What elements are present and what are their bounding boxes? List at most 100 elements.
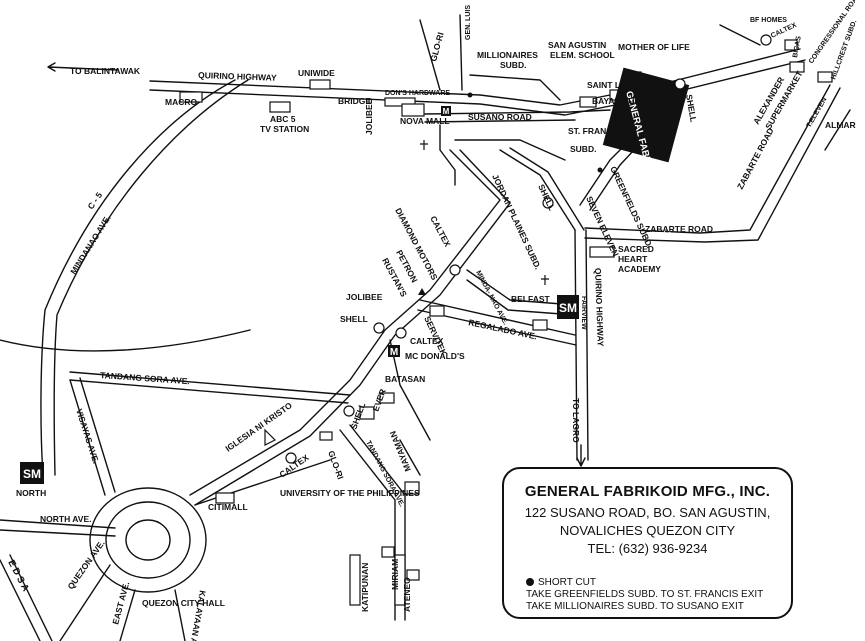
label-heart: HEART: [618, 254, 648, 264]
petron-icon: [418, 288, 426, 295]
caltex-icon: [285, 452, 297, 464]
label-almar: ALMAR: [825, 120, 856, 130]
label-bf-homes: BF HOMES: [750, 17, 787, 24]
label-to-lagro: TO LAGRO: [571, 398, 581, 443]
svg-text:SM: SM: [23, 467, 41, 481]
bullet-icon: [526, 578, 534, 587]
label-citimall: CITIMALL: [208, 502, 248, 512]
shell-icon: [343, 405, 355, 417]
label-edsa: E D S A: [5, 558, 31, 593]
arrow-to-balintawak: [47, 62, 119, 72]
road-quirino-highway-v-2: [585, 229, 589, 461]
label-bicas: BICAS: [792, 35, 803, 58]
road-zabarte: [584, 84, 831, 234]
label-shell-gf: SHELL: [684, 94, 699, 123]
label-mayaman: MAYAMAN: [388, 430, 413, 473]
arrow-to-lagro: [576, 444, 586, 467]
label-up: UNIVERSITY OF THE PHILIPPINES: [280, 488, 420, 498]
label-shell-c: SHELL: [340, 314, 368, 324]
shell-icon: [674, 78, 686, 90]
label-sacred: SACRED: [618, 244, 654, 254]
road-network: [0, 14, 851, 641]
road-mindanao-ave-1: [40, 79, 236, 476]
svg-text:M: M: [390, 347, 398, 358]
label-susano-road: SUSANO ROAD: [468, 112, 532, 122]
label-mindanao-ave: MINDANAO AVE.: [68, 213, 113, 276]
church-icons: [264, 140, 549, 446]
label-north-ave: NORTH AVE.: [40, 514, 91, 524]
buildings: [179, 39, 833, 606]
abc5-building: [269, 101, 291, 113]
label-quirino-highway: QUIRINO HIGHWAY: [198, 70, 277, 83]
company-address-line1: 122 SUSANO ROAD, BO. SAN AGUSTIN,: [524, 505, 771, 520]
label-to-balintawak: TO BALINTAWAK: [70, 66, 141, 76]
label-millionaires: MILLIONAIRES: [477, 50, 538, 60]
label-katipunan: KATIPUNAN: [360, 563, 370, 612]
shell-icon: [542, 197, 554, 209]
road-quirino-highway-top-1: [149, 48, 801, 106]
shell-icon: [373, 322, 385, 334]
label-millionaires-subd: SUBD.: [500, 60, 526, 70]
label-bayan-furniture: BAYAN FURNI- TURE: [592, 96, 678, 106]
caltex-icon: [449, 264, 461, 276]
church-icon: [541, 275, 549, 285]
label-glo-ri-s: GLO-RI: [326, 449, 346, 480]
label-st-francis-subd: SUBD.: [570, 144, 596, 154]
road-commonwealth-1: [189, 149, 501, 496]
label-fairview: FAIRVIEW: [580, 296, 587, 330]
label-nova-mall: NOVA MALL: [400, 116, 450, 126]
road-regalado: [419, 299, 576, 336]
company-address-line2: NOVALICHES QUEZON CITY: [559, 523, 736, 538]
mcdonalds-logo-susano: M: [441, 106, 451, 116]
road-susano: [424, 109, 611, 115]
svg-text:M: M: [443, 107, 450, 116]
label-east-ave: EAST AVE.: [110, 580, 131, 625]
quezon-memorial-circle-outer: [89, 487, 207, 593]
label-jolibee-mid: JOLIBEE: [346, 292, 383, 302]
label-quirino-highway-v: QUIRINO HIGHWAY: [593, 268, 606, 347]
church-icon: [264, 428, 277, 446]
label-miriam: MIRIAM: [390, 559, 400, 590]
label-dons-hardware: DON'S HARDWARE: [385, 90, 450, 97]
label-mc-donalds: MC DONALD'S: [405, 351, 465, 361]
label-zabarte-road: ZABARTE ROAD: [645, 224, 713, 234]
label-caltex-mid: CALTEX: [428, 214, 453, 248]
label-qc-hall: QUEZON CITY HALL: [142, 598, 225, 608]
road-commonwealth-2: [194, 149, 511, 506]
label-macro: MACRO: [165, 97, 197, 107]
macro-building: [179, 91, 203, 103]
road-quirino-highway-top-2: [149, 59, 806, 116]
sm-fairview-logo: SM: [557, 295, 579, 319]
label-batasan: BATASAN: [385, 374, 425, 384]
label-glo-ri-top: GLO-RI: [428, 31, 445, 62]
label-mindanao-ave-short: MINDA- NAO AVE.: [474, 270, 509, 327]
label-caltex-c: CALTEX: [410, 336, 444, 346]
svg-text:SM: SM: [559, 301, 577, 315]
label-ateneo: ATENEO: [402, 577, 412, 612]
label-uniwide: UNIWIDE: [298, 68, 335, 78]
road-edsa: [0, 559, 41, 641]
caltex-icon: [395, 327, 407, 339]
road-tandang-sora: [69, 371, 351, 396]
company-telephone: TEL: (632) 936-9234: [587, 541, 708, 556]
label-caltex-ne: CALTEX: [770, 22, 798, 40]
uniwide-building: [309, 79, 331, 90]
road-visayas: [69, 379, 106, 496]
label-elem-school: ELEM. SCHOOL: [550, 50, 615, 60]
label-academy: ACADEMY: [618, 264, 661, 274]
label-c5: C - 5: [85, 190, 104, 211]
road-north-ave: [0, 519, 116, 529]
label-quezon-ave: QUEZON AVE.: [65, 538, 106, 591]
dons-hardware-building: [384, 97, 416, 107]
label-tv-station: TV STATION: [260, 124, 309, 134]
sacred-heart-building: [589, 246, 615, 258]
shortcut-dot: [597, 167, 603, 173]
label-belfast: BELFAST: [511, 294, 551, 304]
road-mindanao-ave-2: [53, 79, 249, 476]
label-gen-luis: GEN. LUIS: [465, 5, 472, 40]
church-icon: [420, 140, 428, 150]
label-mother-of-life: MOTHER OF LIFE: [618, 42, 690, 52]
label-iglesia: IGLESIA NI KRISTO: [223, 400, 294, 454]
label-zabarte-road-diag: ZABARTE ROAD: [735, 126, 776, 191]
